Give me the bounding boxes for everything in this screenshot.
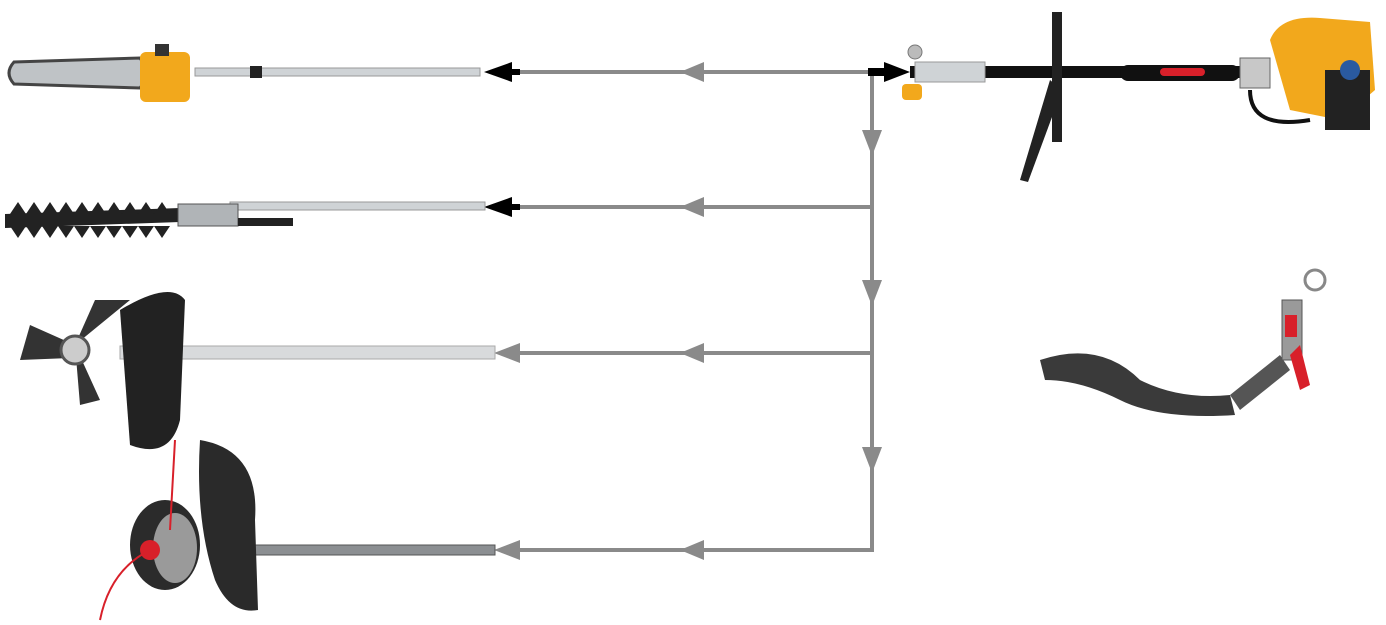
arrowhead-down-icon <box>862 280 882 306</box>
arrowhead-black-icon <box>484 197 512 217</box>
pole-saw-attachment <box>7 44 481 102</box>
arrowhead-down-icon <box>862 447 882 473</box>
line-trimmer-attachment <box>99 439 496 621</box>
engine-power-unit <box>902 12 1375 182</box>
arrowhead-icon <box>494 540 520 560</box>
shoulder-harness-strap <box>1040 268 1327 416</box>
arrowhead-icon <box>680 540 704 560</box>
arrowhead-icon <box>680 343 704 363</box>
arrowheads <box>494 62 882 560</box>
connector-arrows <box>515 70 874 552</box>
arrowhead-icon <box>680 62 704 82</box>
brush-cutter-attachment <box>20 292 496 450</box>
arrowhead-black-icon <box>884 62 910 82</box>
arrowhead-down-icon <box>862 130 882 156</box>
arrowhead-icon <box>494 343 520 363</box>
arrowhead-black-icon <box>484 62 512 82</box>
black-arrow-tips <box>484 62 910 217</box>
hedge-trimmer-attachment <box>5 201 486 238</box>
arrowhead-icon <box>680 197 704 217</box>
